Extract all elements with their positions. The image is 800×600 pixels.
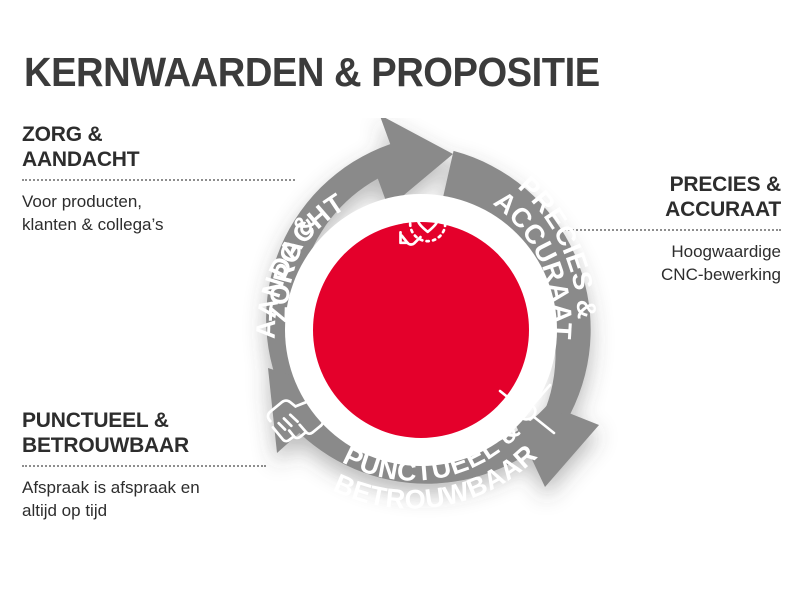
crosshair-icon (498, 383, 556, 441)
callout-heading: ZORG & AANDACHT (22, 123, 140, 171)
page-title: KERNWAARDEN & PROPOSITIE (24, 49, 600, 95)
handshake-icon (266, 399, 325, 443)
callout-divider (505, 229, 781, 231)
callout-body: Voor producten, klanten & collega’s (22, 192, 164, 234)
arc-segment-zorg-aandacht (266, 118, 453, 416)
callout-divider (22, 465, 266, 467)
hands-heart-icon (399, 201, 457, 246)
callout-divider (22, 179, 295, 181)
callout-punctueel-betrouwbaar: PUNCTUEEL & BETROUWBAAR Afspraak is afsp… (22, 408, 266, 522)
callout-heading: PUNCTUEEL & BETROUWBAAR (22, 409, 189, 457)
callout-precies-accuraat: PRECIES & ACCURAAT Hoogwaardige CNC-bewe… (505, 172, 781, 286)
callout-zorg-aandacht: ZORG & AANDACHT Voor producten, klanten … (22, 122, 297, 236)
center-red-circle (313, 222, 529, 438)
callout-body: Hoogwaardige CNC-bewerking (661, 242, 781, 284)
callout-heading: PRECIES & ACCURAAT (665, 173, 781, 221)
arc-segment-precies-accuraat (441, 150, 599, 487)
cycle-diagram: ZORG & AANDACHT PRECIES & ACCURAAT PUNCT… (216, 118, 626, 548)
callout-body: Afspraak is afspraak en altijd op tijd (22, 478, 200, 520)
